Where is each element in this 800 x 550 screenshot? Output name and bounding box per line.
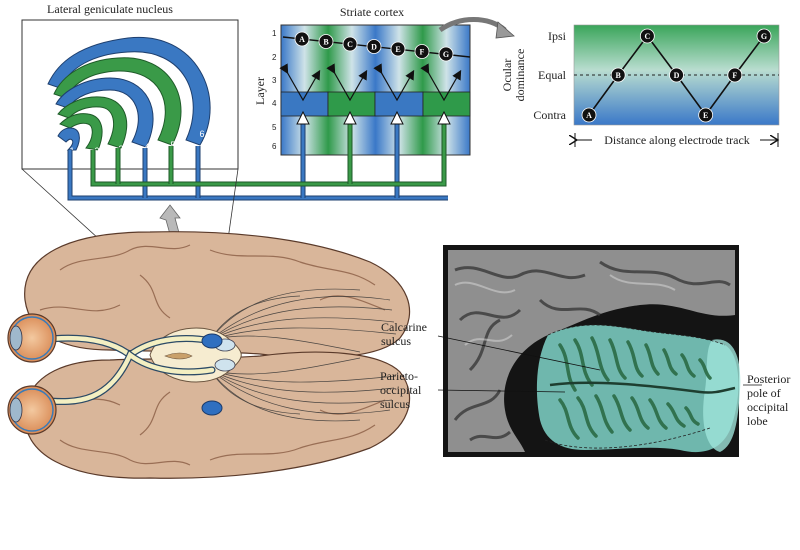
lgn-number-3: 3 bbox=[118, 144, 123, 154]
cortex-layer-5: 5 bbox=[272, 123, 277, 132]
od-point-e-label: E bbox=[703, 111, 708, 120]
y-axis-title-2: dominance bbox=[513, 49, 527, 102]
cortex-layer-2: 2 bbox=[272, 53, 277, 62]
label-pole-4: lobe bbox=[747, 414, 768, 428]
v-arrow-4 bbox=[420, 63, 462, 102]
electrode-point-d-label: D bbox=[371, 43, 377, 52]
posterior-pole-region bbox=[703, 339, 741, 452]
eye-lower bbox=[7, 385, 57, 435]
v-arrow-1 bbox=[279, 63, 321, 102]
electrode-point-f-label: F bbox=[420, 48, 425, 57]
lgn-number-6: 6 bbox=[199, 129, 204, 139]
projection-lines bbox=[67, 110, 451, 201]
lgn-number-5: 5 bbox=[170, 140, 175, 150]
label-parieto-1: Parieto- bbox=[380, 369, 418, 383]
brain-hemisphere-lower bbox=[24, 351, 411, 479]
od-graph: A B C D E F G Ipsi Equal Contra Ocular dominan… bbox=[500, 24, 779, 147]
cortex-layer-1: 1 bbox=[272, 29, 277, 38]
y-tick-contra: Contra bbox=[533, 108, 566, 122]
label-parieto-2: occipital bbox=[380, 383, 422, 397]
lgn-title: Lateral geniculate nucleus bbox=[47, 2, 173, 16]
lgn-number-2: 2 bbox=[94, 146, 99, 156]
od-column-1 bbox=[280, 91, 329, 117]
y-tick-equal: Equal bbox=[538, 68, 567, 82]
od-point-f-label: F bbox=[732, 71, 737, 80]
lgn-layer-6 bbox=[47, 36, 211, 146]
od-point-g-label: G bbox=[761, 32, 767, 41]
cortex-layer-6: 6 bbox=[272, 142, 277, 151]
lgn-layer-4 bbox=[55, 77, 154, 148]
od-point-d: D bbox=[669, 67, 684, 83]
v-arrow-2 bbox=[326, 63, 368, 102]
lgn-right bbox=[201, 400, 223, 416]
panel-link-arrowhead bbox=[495, 21, 515, 39]
electrode-point-d: D bbox=[366, 39, 382, 54]
electrode-point-g-label: G bbox=[443, 50, 449, 59]
label-pole-1: Posterior bbox=[747, 372, 791, 386]
cortex-layer-axis-label: Layer bbox=[253, 77, 267, 105]
electrode-point-a: A bbox=[294, 31, 310, 47]
od-point-c: C bbox=[639, 28, 655, 44]
od-point-c-label: C bbox=[644, 32, 650, 41]
x-axis-label: Distance along electrode track bbox=[604, 133, 750, 147]
cortex-layer-3: 3 bbox=[272, 76, 277, 85]
cortex-panel: 1 2 3 4 5 6 Layer Striate cortex A B C D E F G bbox=[253, 5, 515, 156]
od-column-2 bbox=[327, 91, 376, 117]
od-point-g: G bbox=[756, 28, 772, 44]
pointer-calcarine bbox=[437, 335, 601, 371]
label-pole-2: pole of bbox=[747, 386, 781, 400]
cortex-layer-4: 4 bbox=[272, 99, 277, 108]
electrode-point-e: E bbox=[390, 41, 406, 57]
cortex-title: Striate cortex bbox=[340, 5, 404, 19]
od-point-f: F bbox=[727, 67, 743, 83]
electrode-point-e-label: E bbox=[395, 45, 400, 54]
occipital-photo bbox=[437, 245, 762, 457]
electrode-point-c-label: C bbox=[347, 40, 353, 49]
od-point-b-label: B bbox=[615, 71, 621, 80]
od-point-d-label: D bbox=[674, 71, 680, 80]
label-calcarine-1: Calcarine bbox=[381, 320, 427, 334]
v-arrow-3 bbox=[373, 63, 415, 102]
electrode-point-f: F bbox=[414, 44, 430, 59]
od-point-b: B bbox=[610, 67, 626, 83]
label-calcarine-2: sulcus bbox=[381, 334, 411, 348]
lgn-left bbox=[201, 333, 223, 349]
eye-upper bbox=[7, 313, 57, 363]
label-parieto-3: sulcus bbox=[380, 397, 410, 411]
lgn-layer-5 bbox=[53, 57, 182, 146]
od-point-a: A bbox=[581, 107, 597, 123]
lgn-panel: 1 2 3 4 5 6 Lateral geniculate nucleus bbox=[21, 2, 239, 170]
od-points: A B C D E F G bbox=[581, 28, 772, 123]
label-pole-3: occipital bbox=[747, 400, 789, 414]
od-point-a-label: A bbox=[586, 111, 592, 120]
od-point-e: E bbox=[698, 107, 714, 123]
electrode-points: A B C D E F G bbox=[294, 31, 454, 62]
electrode-point-c: C bbox=[342, 36, 358, 52]
electrode-point-b-label: B bbox=[323, 38, 329, 47]
lgn-number-4: 4 bbox=[144, 142, 149, 152]
y-tick-ipsi: Ipsi bbox=[548, 29, 567, 43]
pointer-parieto bbox=[437, 389, 566, 393]
lgn-layer-3 bbox=[57, 96, 128, 149]
electrode-point-g: G bbox=[438, 46, 454, 62]
brain-illustration bbox=[7, 168, 411, 479]
lgn-layer-1 bbox=[57, 127, 80, 151]
y-axis-title-1: Ocular bbox=[500, 59, 514, 92]
electrode-point-b: B bbox=[318, 34, 334, 49]
electrode-point-a-label: A bbox=[299, 35, 305, 44]
